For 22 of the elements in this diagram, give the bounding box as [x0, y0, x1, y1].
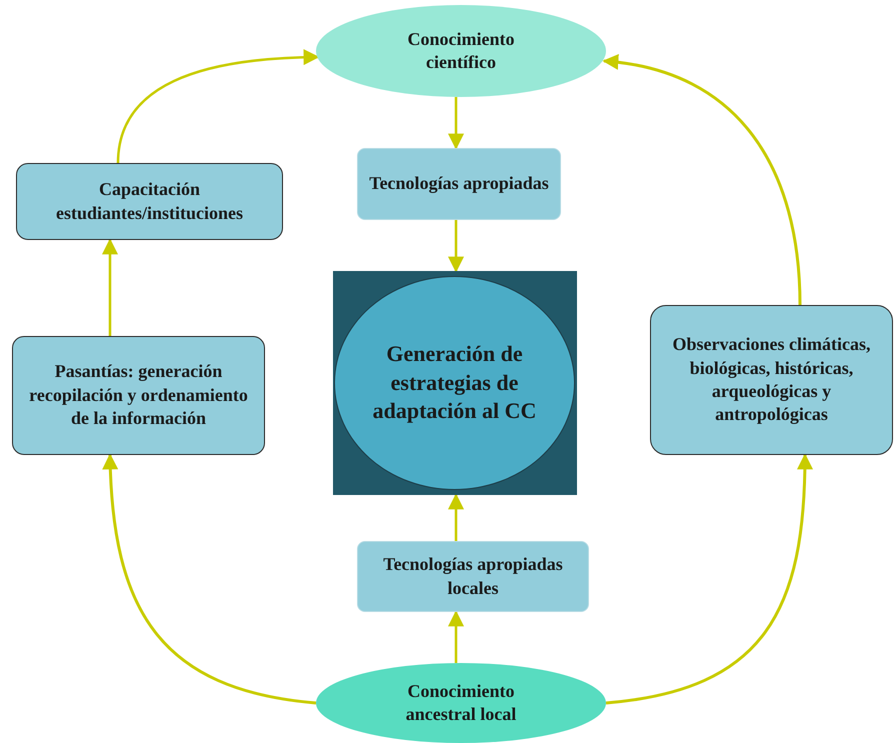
process-box — [16, 163, 283, 240]
process-box — [650, 305, 893, 455]
process-box — [357, 541, 589, 612]
node-text: Pasantías: generación recopilación y ordenamiento de la información — [28, 360, 249, 430]
node-text: Generación de estrategias de adaptación al CC — [372, 340, 538, 426]
process-box — [357, 148, 561, 220]
arrow — [448, 97, 464, 150]
node-text: Capacitación estudiantes/instituciones — [54, 178, 244, 224]
arrow — [448, 220, 464, 273]
arrow — [102, 238, 118, 336]
arrow — [448, 610, 464, 663]
node-text: Conocimiento científico — [406, 28, 516, 74]
process-box — [12, 336, 265, 455]
arrow — [602, 54, 802, 306]
node-text: Observaciones climáticas, biológicas, históricas, arqueológicas y antropológicas — [672, 333, 872, 426]
node-text: Conocimiento ancestral local — [404, 680, 518, 726]
node-text: Tecnologías apropiadas — [369, 172, 549, 196]
arrow — [606, 453, 813, 704]
node-text: Tecnologías apropiadas locales — [382, 553, 564, 600]
arrow — [448, 493, 464, 541]
arrow — [116, 49, 320, 164]
arrow — [102, 453, 316, 704]
